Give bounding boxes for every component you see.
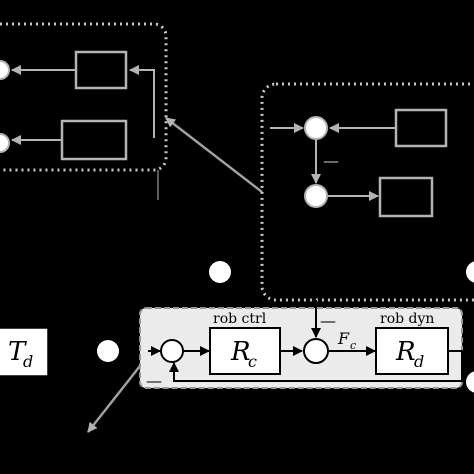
tl-sum-junction-upper <box>0 60 10 80</box>
floating-dot <box>209 261 231 283</box>
ri-sum-junction-upper <box>304 116 328 140</box>
output-tick <box>461 330 474 338</box>
sum-junction-1 <box>160 339 184 363</box>
tl-feedback-path <box>138 69 155 138</box>
top-left-inset-border <box>0 22 168 172</box>
input-subscript: d <box>23 352 33 371</box>
input-dot <box>97 340 119 362</box>
right-inset-border <box>260 82 474 302</box>
rob-dyn-block <box>375 327 449 375</box>
inner-loop-panel: rob ctrl R c — F c rob dyn R d — <box>139 300 474 393</box>
ri-sum-junction-lower <box>304 184 328 208</box>
bottom-connector-arrow <box>87 365 141 433</box>
rob-ctrl-symbol: R <box>230 337 251 367</box>
ri-block-upper <box>394 108 448 148</box>
input-symbol: T <box>8 337 27 367</box>
ri-block-lower <box>378 176 434 218</box>
input-block-group: T d <box>0 327 119 377</box>
inner-edge-dot <box>466 371 474 393</box>
sum2-minus-sign: — <box>320 311 336 330</box>
rob-ctrl-label: rob ctrl <box>213 311 267 327</box>
rob-dyn-label: rob dyn <box>380 311 434 327</box>
feedback-minus-sign: — <box>146 371 162 390</box>
top-left-inset <box>0 22 168 200</box>
force-subscript: c <box>350 339 356 352</box>
rob-ctrl-subscript: c <box>248 352 257 371</box>
tl-sum-junction-lower <box>0 133 10 153</box>
rob-dyn-symbol: R <box>395 337 416 367</box>
rob-ctrl-block <box>209 327 281 375</box>
tl-block-upper <box>74 50 128 90</box>
right-inset: — <box>260 82 474 302</box>
force-symbol: F <box>337 329 350 348</box>
sum-junction-2 <box>303 338 329 364</box>
inset-connector-arrow <box>165 117 263 193</box>
ri-edge-dot <box>466 261 474 283</box>
feedback-path <box>173 351 463 382</box>
input-block-td <box>0 327 49 377</box>
ri-minus-sign: — <box>323 151 339 170</box>
tl-block-lower <box>60 119 128 161</box>
rob-dyn-subscript: d <box>414 352 424 371</box>
